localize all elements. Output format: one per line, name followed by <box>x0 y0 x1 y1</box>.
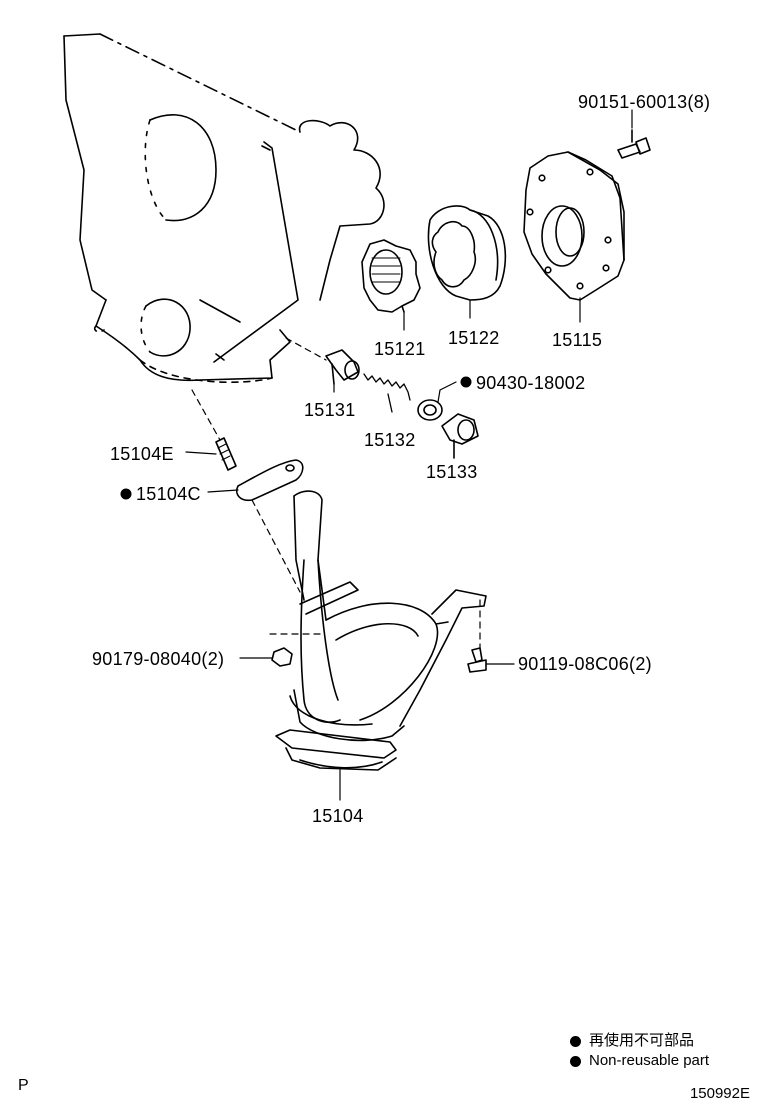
non-reusable-markers <box>120 376 472 500</box>
label-90179: 90179-08040(2) <box>92 649 224 669</box>
bolt-90119 <box>467 647 515 673</box>
legend: 再使用不可部品 Non-reusable part <box>570 1031 709 1071</box>
label-15104E: 15104E <box>110 444 174 464</box>
non-reusable-marker-90430 <box>460 376 472 388</box>
legend-row-english: Non-reusable part <box>570 1051 709 1071</box>
gasket-15104C <box>207 459 304 502</box>
stud-15104E <box>185 437 237 471</box>
pump-cover-15115 <box>523 151 625 301</box>
plug-15133 <box>441 413 479 459</box>
spring-15132 <box>363 373 411 413</box>
label-15104: 15104 <box>312 806 364 826</box>
drive-rotor-15121 <box>361 239 421 313</box>
legend-english-text: Non-reusable part <box>589 1052 710 1069</box>
relief-valve-15131 <box>325 349 360 385</box>
strainer-15104 <box>275 490 487 801</box>
nut-90179 <box>239 647 293 667</box>
corner-mark: P <box>18 1077 29 1094</box>
non-reusable-dot-icon <box>570 1055 581 1067</box>
label-15121: 15121 <box>374 339 426 359</box>
label-15133: 15133 <box>426 462 478 482</box>
label-90151: 90151-60013(8) <box>578 92 710 112</box>
gasket-90430 <box>417 381 457 421</box>
legend-japanese-text: 再使用不可部品 <box>589 1032 695 1049</box>
label-15122: 15122 <box>448 328 500 348</box>
legend-row-japanese: 再使用不可部品 <box>570 1031 709 1051</box>
label-90430: 90430-18002 <box>476 373 585 393</box>
label-15132: 15132 <box>364 430 416 450</box>
non-reusable-marker-15104C <box>120 488 132 500</box>
label-15104C: 15104C <box>136 484 201 504</box>
label-leaders <box>333 109 633 393</box>
engine-housing-outline <box>63 33 385 384</box>
label-15115: 15115 <box>552 330 602 350</box>
bolt-90151 <box>617 129 651 159</box>
driven-rotor-15122 <box>427 205 507 301</box>
non-reusable-dot-icon <box>570 1035 581 1047</box>
leader-lines <box>191 337 481 651</box>
diagram-code: 150992E <box>689 1085 750 1102</box>
label-90119: 90119-08C06(2) <box>518 654 652 674</box>
label-15131: 15131 <box>304 400 356 420</box>
